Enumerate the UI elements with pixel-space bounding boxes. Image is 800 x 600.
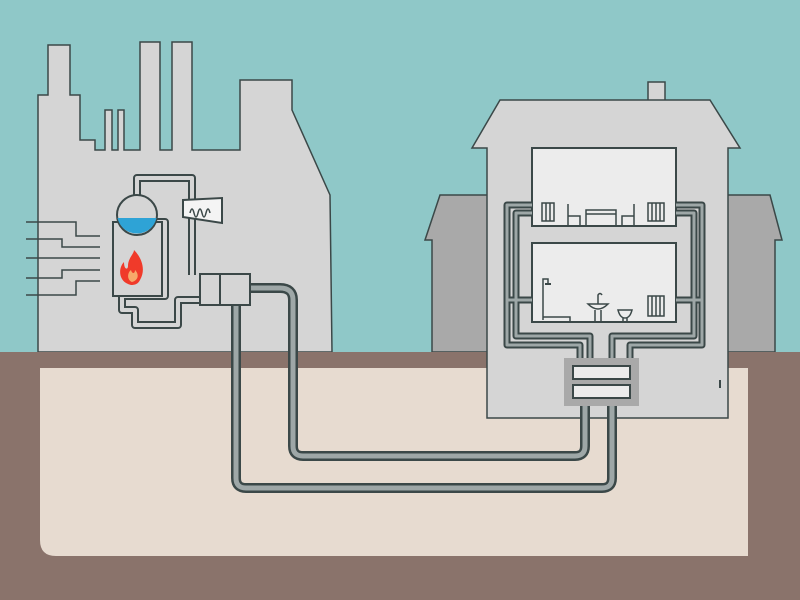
sink-icon	[586, 292, 610, 321]
heat-lines	[26, 221, 100, 296]
flame-icon	[120, 250, 143, 285]
radiator-icon	[647, 295, 665, 317]
house-pipes	[503, 201, 706, 372]
table-icon	[585, 209, 617, 226]
house-substation	[564, 358, 639, 406]
upper-room	[531, 147, 677, 227]
turbine	[182, 196, 223, 225]
district-heating-pipes	[231, 283, 617, 493]
chair-icon	[567, 204, 581, 226]
chair-icon	[621, 204, 635, 226]
radiator-icon	[541, 202, 555, 222]
lower-room	[531, 242, 677, 323]
water-drum	[116, 194, 158, 236]
plant-heat-exchanger	[199, 273, 251, 306]
toilet-icon	[617, 309, 633, 321]
power-plant	[26, 41, 333, 353]
shower-icon	[542, 278, 571, 321]
radiator-icon	[647, 202, 665, 222]
